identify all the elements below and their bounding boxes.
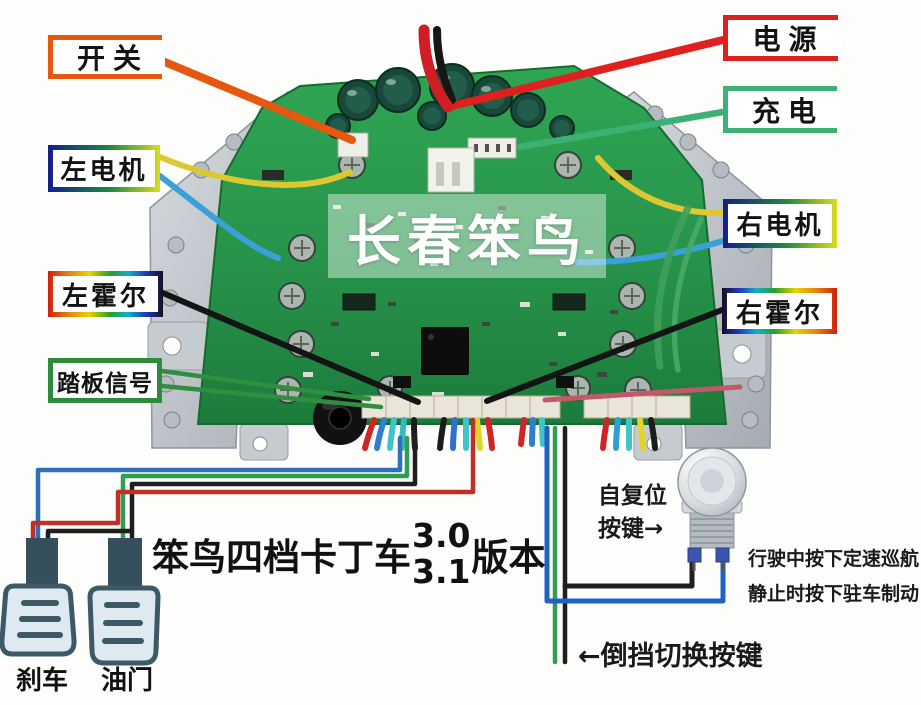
mcu-chip: [421, 327, 469, 375]
left-motor-yellow-wire: [157, 154, 353, 188]
throttle-label: 油门: [100, 666, 153, 696]
wire-blue-brake: [35, 435, 403, 551]
wire-black-button: [562, 553, 695, 589]
right-motor-yellow-wire: [595, 155, 726, 217]
buzzer: [313, 391, 367, 445]
left-hall-leader: [160, 290, 421, 405]
version-top: 3.0: [412, 516, 471, 555]
push-button: [677, 447, 747, 571]
callout-right-motor: 右电机: [723, 199, 837, 248]
brake-pedal: [0, 538, 77, 657]
callout-charge-label: 充电: [728, 91, 840, 128]
callout-left-motor-label: 左电机: [53, 150, 155, 187]
charge-cable-1: [654, 204, 692, 370]
wire-red-brake: [30, 417, 476, 551]
cruise-note: 行驶中按下定速巡航 静止时按下驻车制动: [748, 542, 919, 612]
callout-right-hall: 右霍尔: [722, 288, 837, 334]
brake-label: 刹车: [15, 666, 68, 696]
right-hall-leader: [484, 307, 725, 404]
watermark: 长春笨鸟: [328, 194, 606, 278]
version-caption: 笨鸟四档卡丁车 3.0 3.1 版本: [152, 516, 546, 592]
cruise-line1: 行驶中按下定速巡航: [748, 548, 920, 570]
self-reset-note: 自复位 按键→: [598, 480, 667, 546]
cruise-line2: 静止时按下驻车制动: [748, 583, 920, 605]
version-suffix: 版本: [471, 536, 546, 580]
self-reset-line1: 自复位: [598, 483, 667, 509]
callout-power-label: 电源: [728, 20, 841, 56]
left-motor-blue-wire: [157, 173, 281, 261]
center-connector: [427, 147, 475, 193]
callout-left-hall: 左霍尔: [48, 271, 163, 317]
power-leader: [448, 36, 727, 110]
callout-power: 电源: [723, 15, 841, 61]
self-reset-line2: 按键→: [598, 516, 664, 542]
callout-charge: 充电: [723, 86, 840, 133]
callout-left-hall-label: 左霍尔: [53, 276, 158, 312]
passive-components: [262, 170, 632, 397]
wire-black-throttle: [129, 435, 418, 551]
pedal-signal-leader-1: [159, 368, 372, 402]
callout-pedal-signal-label: 踏板信号: [53, 363, 157, 398]
version-numbers: 3.0 3.1: [412, 516, 471, 592]
callout-right-motor-label: 右电机: [728, 204, 832, 243]
reverse-note: ←倒挡切换按键: [578, 641, 763, 672]
wire-green-throttle: [120, 435, 410, 551]
charge-leader: [516, 108, 727, 151]
wire-blue-button: [544, 425, 726, 604]
power-cable: [418, 24, 456, 113]
right-motor-blue-wire: [575, 238, 726, 266]
pedal-signal-leader-2: [159, 383, 384, 410]
version-prefix: 笨鸟四档卡丁车: [152, 536, 411, 580]
leader-lines: [156, 36, 743, 410]
callout-right-hall-label: 右霍尔: [727, 293, 832, 329]
callout-left-motor: 左电机: [48, 145, 160, 192]
callout-pedal-signal: 踏板信号: [48, 358, 162, 403]
version-bottom: 3.1: [412, 552, 471, 592]
callout-switch: 开关: [48, 35, 165, 79]
charge-cable-2: [671, 216, 704, 373]
crimson-leader: [542, 384, 743, 403]
callout-switch-label: 开关: [53, 40, 165, 75]
button-wires: [544, 425, 726, 665]
motor-wires: [157, 154, 726, 373]
switch-leader: [156, 56, 356, 144]
throttle-pedal: [87, 538, 161, 666]
